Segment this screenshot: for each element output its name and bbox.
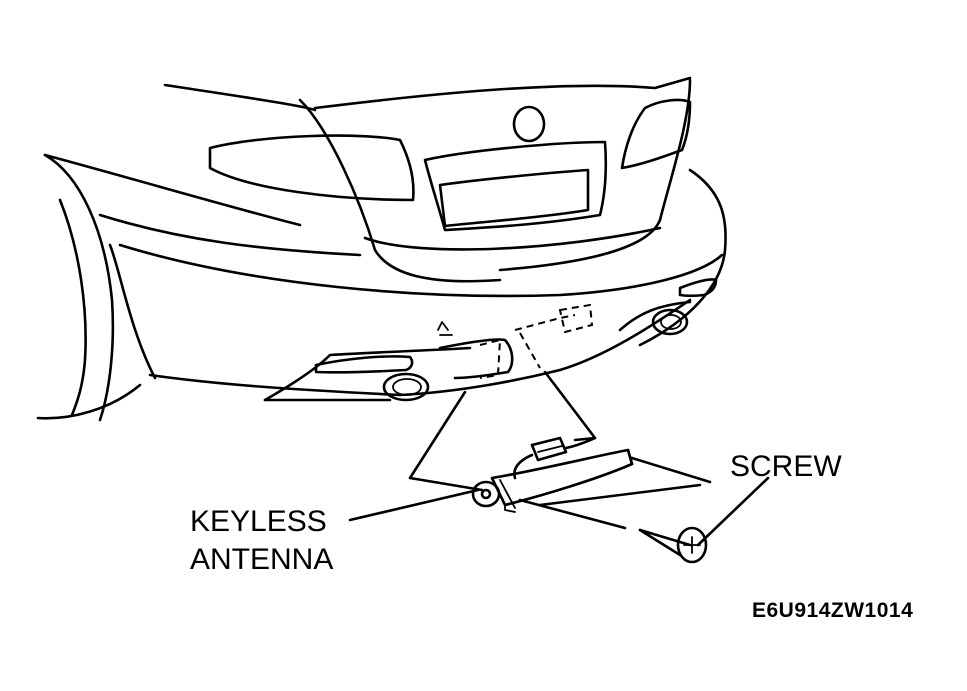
leader-lines [348, 476, 770, 547]
screw-label: SCREW [730, 450, 842, 483]
callout-lines [408, 370, 597, 492]
car-rear-body [36, 76, 727, 422]
keyless-antenna-label-line2: ANTENNA [190, 543, 333, 576]
antenna-installed-location [438, 303, 594, 380]
keyless-antenna-part [471, 436, 712, 530]
screw-part [638, 526, 708, 564]
figure-code: E6U914ZW1014 [752, 599, 913, 622]
keyless-antenna-label-line1: KEYLESS [190, 505, 327, 538]
